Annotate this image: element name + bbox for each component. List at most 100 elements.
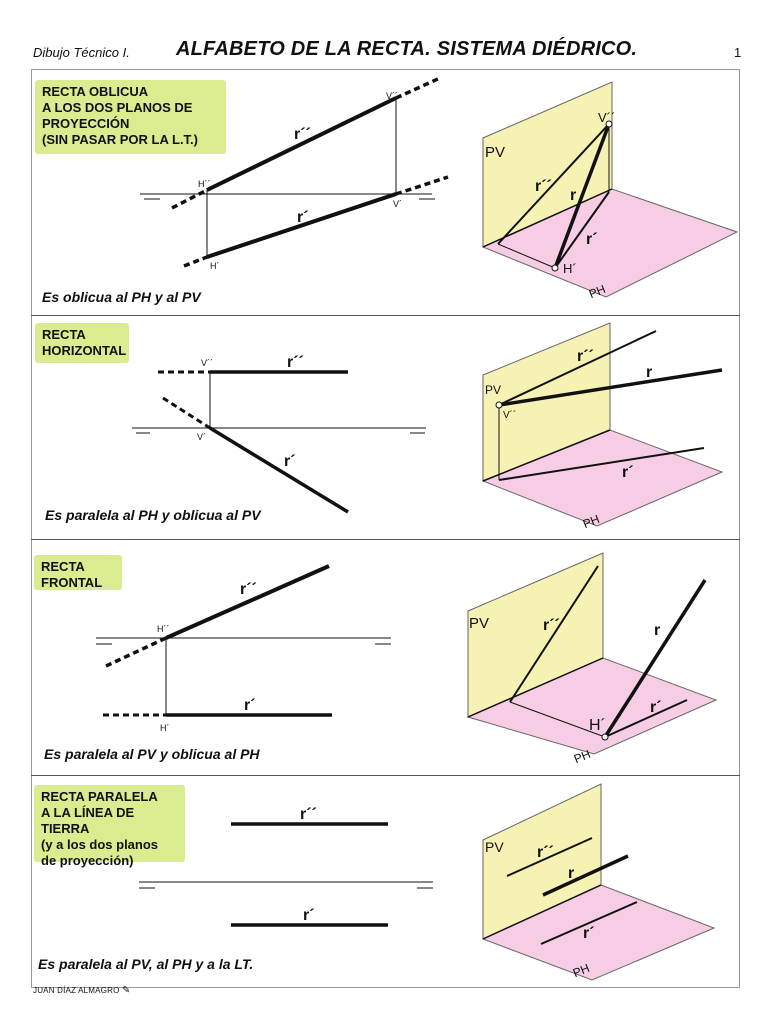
h1-label: H´ [589, 717, 606, 734]
h1-label: H´ [563, 261, 577, 276]
v2-label: V´´ [503, 409, 516, 421]
label-line: A LA LÍNEA DE TIERRA [41, 805, 135, 836]
ph-label: PH [571, 961, 592, 980]
label-line: HORIZONTAL [42, 343, 127, 358]
label-line: RECTA [41, 559, 85, 574]
horizontal-projection-r1 [206, 192, 397, 259]
pv-label: PV [485, 383, 501, 397]
r2-label: r´´ [535, 178, 552, 195]
h1-label: H´ [160, 723, 170, 733]
r2-label: r´´ [543, 617, 560, 634]
iso-r2 [506, 837, 593, 877]
r1-label: r´ [650, 699, 662, 716]
hidden-part [162, 396, 211, 430]
iso-r1 [498, 447, 705, 481]
s4-diedric-view: r´´ r´ [139, 806, 433, 927]
pv-label: PV [469, 615, 489, 632]
vertical-projection-r2 [165, 564, 330, 640]
s3-iso-view: PV PH r´´ r r´ H´ [466, 552, 718, 766]
ground-line [467, 657, 604, 718]
v1-label: V´ [393, 199, 402, 209]
r2-label: r´´ [300, 806, 317, 823]
iso-r [498, 368, 723, 407]
r1-label: r´ [586, 231, 598, 248]
section-2-caption: Es paralela al PH y oblicua al PV [45, 507, 261, 523]
trace-point-v [495, 401, 503, 409]
section-divider [31, 775, 740, 776]
label-line: (y a los dos planos [41, 837, 159, 852]
r2-label: r´´ [240, 581, 257, 598]
iso-r2 [498, 330, 657, 406]
horizontal-projection-r1 [209, 426, 349, 514]
projector [497, 243, 556, 269]
v2-label: V´´ [386, 91, 398, 101]
page-number: 1 [734, 45, 742, 60]
hidden-part [171, 188, 208, 210]
v1-label: V´ [197, 432, 206, 442]
label-line: PROYECCIÓN [42, 116, 130, 131]
hidden-part [183, 255, 208, 268]
r1-label: r´ [297, 209, 309, 226]
s3-diedric-view: r´´ r´ H´´ H´ [96, 564, 391, 733]
section-2-label: RECTA HORIZONTAL [35, 323, 129, 363]
vertical-projection-r2 [206, 96, 397, 192]
section-divider [31, 539, 740, 540]
hidden-part [395, 175, 449, 196]
label-line: RECTA OBLICUA [42, 84, 149, 99]
s2-diedric-view: r´´ r´ V´´ V´ [132, 354, 426, 514]
section-3-caption: Es paralela al PV y oblicua al PH [44, 746, 260, 762]
pv-label: PV [485, 839, 504, 855]
iso-r1 [554, 191, 610, 269]
r1-label: r´ [244, 697, 256, 714]
label-line: FRONTAL [41, 575, 103, 590]
s4-iso-view: PV PH r´´ r r´ [481, 783, 716, 981]
r1-label: r´ [284, 453, 296, 470]
r2-label: r´´ [294, 126, 311, 143]
r-label: r [570, 187, 576, 204]
projector [509, 701, 606, 738]
r2-label: r´´ [577, 348, 594, 365]
v2-label: V´´ [201, 358, 213, 368]
r-label: r [654, 622, 660, 639]
s1-iso-view: PV PH V´´ r´´ r r´ H´ [481, 81, 739, 301]
signature-icon: ✎ [121, 985, 131, 996]
s2-iso-view: PV PH V´´ r´´ r r´ [481, 322, 724, 531]
label-line: A LOS DOS PLANOS DE [42, 100, 193, 115]
label-line: de proyección) [41, 853, 134, 868]
h1-label: H´ [210, 261, 220, 271]
iso-r [603, 579, 707, 738]
ph-label: PH [581, 512, 602, 531]
label-line: (SIN PASAR POR LA L.T.) [42, 132, 198, 147]
section-1-label: RECTA OBLICUA A LOS DOS PLANOS DE PROYEC… [35, 80, 226, 154]
section-4-caption: Es paralela al PV, al PH y a la LT. [38, 956, 254, 972]
r1-label: r´ [303, 907, 315, 924]
label-line: RECTA [42, 327, 86, 342]
r2-label: r´´ [287, 354, 304, 371]
section-3-label: RECTA FRONTAL [34, 555, 122, 590]
h2-label: H´´ [198, 179, 211, 189]
iso-r1 [540, 901, 638, 945]
section-1-caption: Es oblicua al PH y al PV [42, 289, 201, 305]
pv-label: PV [485, 144, 505, 161]
r-label: r [646, 364, 652, 381]
content-frame [31, 69, 740, 988]
iso-r2 [497, 123, 610, 245]
ground-line [482, 429, 611, 482]
h2-label: H´´ [157, 624, 170, 634]
r-label: r [568, 865, 574, 882]
course-name: Dibujo Técnico I. [33, 45, 130, 60]
author-name: JUAN DÍAZ ALMAGRO [33, 986, 120, 995]
hidden-part [395, 76, 441, 100]
iso-r2 [509, 565, 599, 703]
section-divider [31, 315, 740, 316]
iso-r1 [604, 699, 688, 738]
page-title: ALFABETO DE LA RECTA. SISTEMA DIÉDRICO. [176, 38, 638, 60]
s1-diedric-view: r´´ r´ V´´ V´ H´´ H´ [140, 76, 449, 271]
label-line: RECTA PARALELA [41, 789, 158, 804]
ph-label: PH [572, 747, 593, 766]
v2-label: V´´ [598, 110, 615, 125]
r1-label: r´ [622, 464, 634, 481]
iso-r [542, 854, 629, 897]
author-signature: JUAN DÍAZ ALMAGRO ✎ [33, 985, 131, 996]
